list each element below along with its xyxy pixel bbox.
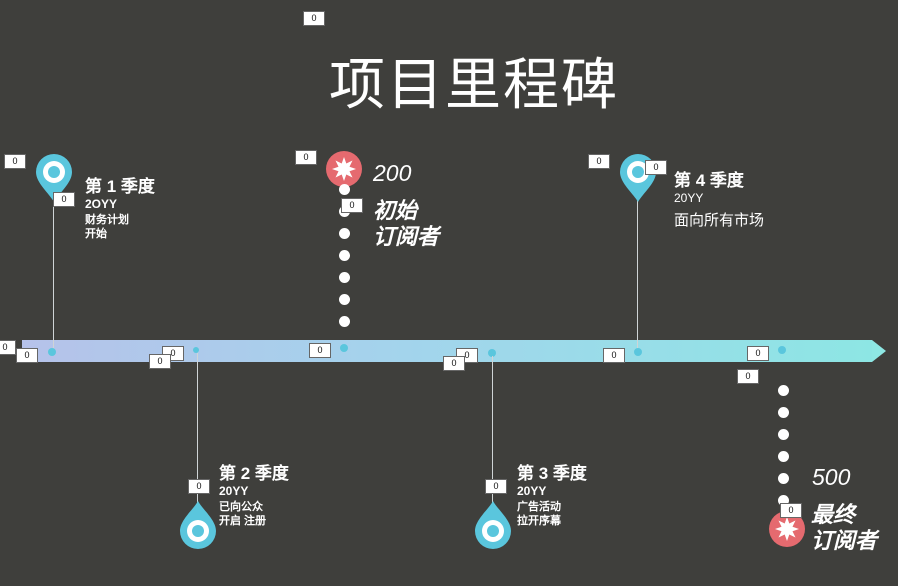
placeholder-chip: 0 [295, 150, 317, 165]
connector-line-q1 [53, 200, 54, 348]
trail-dot [339, 184, 350, 195]
placeholder-chip: 0 [747, 346, 769, 361]
initial-subscriber-label: 初始 订阅者 [373, 198, 440, 249]
badge-icon [326, 151, 362, 187]
placeholder-chip: 0 [603, 348, 625, 363]
quarter-3-block: 第 3 季度 20YY 广告活动 拉开序幕 [517, 459, 587, 528]
timeline-arrow-icon [872, 340, 886, 362]
quarter-year: 20YY [674, 191, 704, 205]
trail-dot [339, 294, 350, 305]
placeholder-chip: 0 [53, 192, 75, 207]
connector-line-q4 [637, 200, 638, 348]
placeholder-chip: 0 [737, 369, 759, 384]
quarter-2-block: 第 2 季度 20YY 已向公众 开启 注册 [219, 459, 289, 528]
map-pin-icon [180, 501, 216, 549]
placeholder-chip: 0 [188, 479, 210, 494]
quarter-year: 2OYY [85, 197, 118, 211]
quarter-year: 20YY [517, 484, 547, 498]
quarter-heading: 第 1 季度 [85, 177, 155, 196]
timeline-dot [193, 347, 199, 353]
page-title: 项目里程碑 [329, 53, 619, 116]
trail-dot [339, 250, 350, 261]
trail-dot [339, 228, 350, 239]
placeholder-chip: 0 [645, 160, 667, 175]
quarter-description: 已向公众 开启 注册 [219, 501, 267, 527]
trail-dot [778, 495, 789, 506]
trail-dot [778, 451, 789, 462]
placeholder-chip: 0 [443, 356, 465, 371]
quarter-heading: 第 2 季度 [219, 464, 289, 483]
quarter-heading: 第 3 季度 [517, 464, 587, 483]
placeholder-chip: 0 [588, 154, 610, 169]
placeholder-chip: 0 [780, 503, 802, 518]
timeline-dot [634, 348, 642, 356]
placeholder-chip: 0 [4, 154, 26, 169]
placeholder-chip: 0 [0, 340, 16, 355]
quarter-4-block: 第 4 季度 20YY 面向所有市场 [674, 166, 764, 230]
trail-dot [778, 429, 789, 440]
trail-dot [778, 385, 789, 396]
connector-line-q2 [197, 353, 198, 503]
map-pin-icon [36, 154, 72, 202]
placeholder-chip: 0 [303, 11, 325, 26]
initial-subscriber-count: 200 [373, 160, 412, 186]
badge-icon [769, 511, 805, 547]
trail-dot [339, 316, 350, 327]
trail-dot [339, 272, 350, 283]
timeline-dot [488, 349, 496, 357]
quarter-year: 20YY [219, 484, 249, 498]
placeholder-chip: 0 [341, 198, 363, 213]
placeholder-chip: 0 [16, 348, 38, 363]
final-subscriber-label: 最终 订阅者 [811, 502, 878, 553]
trail-dot [778, 473, 789, 484]
timeline-dot [340, 344, 348, 352]
placeholder-chip: 0 [485, 479, 507, 494]
quarter-heading: 第 4 季度 [674, 171, 744, 190]
timeline-bar [22, 340, 872, 362]
quarter-description: 面向所有市场 [674, 212, 765, 229]
map-pin-icon [475, 501, 511, 549]
quarter-description: 财务计划 开始 [85, 214, 129, 240]
quarter-description: 广告活动 拉开序幕 [517, 501, 561, 527]
placeholder-chip: 0 [149, 354, 171, 369]
timeline-dot [48, 348, 56, 356]
timeline-dot [778, 346, 786, 354]
trail-dot [778, 407, 789, 418]
connector-line-q3 [492, 356, 493, 506]
placeholder-chip: 0 [309, 343, 331, 358]
quarter-1-block: 第 1 季度 2OYY 财务计划 开始 [85, 172, 155, 241]
final-subscriber-count: 500 [812, 464, 851, 490]
